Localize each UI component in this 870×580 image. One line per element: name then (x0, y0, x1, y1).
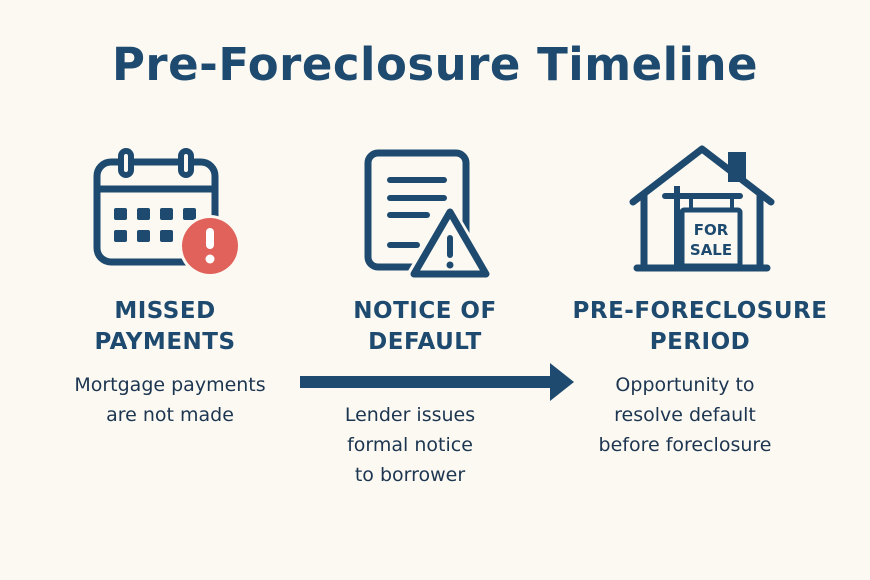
house-for-sale-icon: FOR SALE (627, 144, 777, 278)
step-desc-line: Mortgage payments (74, 374, 266, 396)
page-title: Pre-Foreclosure Timeline (111, 38, 759, 91)
step-desc-missed-payments: Mortgage payments are not made (50, 370, 290, 430)
step-desc-line: Lender issues (344, 404, 476, 426)
step-desc-notice-of-default: Lender issues formal notice to borrower (320, 400, 500, 490)
step-desc-line: Opportunity to (615, 374, 755, 396)
step-desc-line: resolve default (614, 404, 756, 426)
sign-text-line2: SALE (690, 241, 732, 259)
step-title-line: NOTICE OF (353, 298, 497, 324)
document-warning-icon (362, 148, 494, 287)
step-title-line: PAYMENTS (94, 329, 236, 355)
timeline-arrow (300, 362, 575, 406)
calendar-alert-icon (90, 148, 245, 287)
step-title-line: PERIOD (649, 329, 751, 355)
step-desc-line: before foreclosure (598, 434, 772, 456)
step-title-notice-of-default: NOTICE OF DEFAULT (320, 296, 530, 358)
step-title-line: DEFAULT (368, 329, 482, 355)
step-desc-pre-foreclosure-period: Opportunity to resolve default before fo… (575, 370, 795, 460)
step-desc-line: formal notice (347, 434, 473, 456)
step-title-missed-payments: MISSED PAYMENTS (60, 296, 270, 358)
step-desc-line: are not made (106, 404, 234, 426)
step-desc-line: to borrower (354, 464, 466, 486)
step-title-line: PRE-FORECLOSURE (572, 298, 828, 324)
step-title-pre-foreclosure-period: PRE-FORECLOSURE PERIOD (560, 296, 840, 358)
sign-text-line1: FOR (694, 221, 729, 239)
step-title-line: MISSED (114, 298, 216, 324)
